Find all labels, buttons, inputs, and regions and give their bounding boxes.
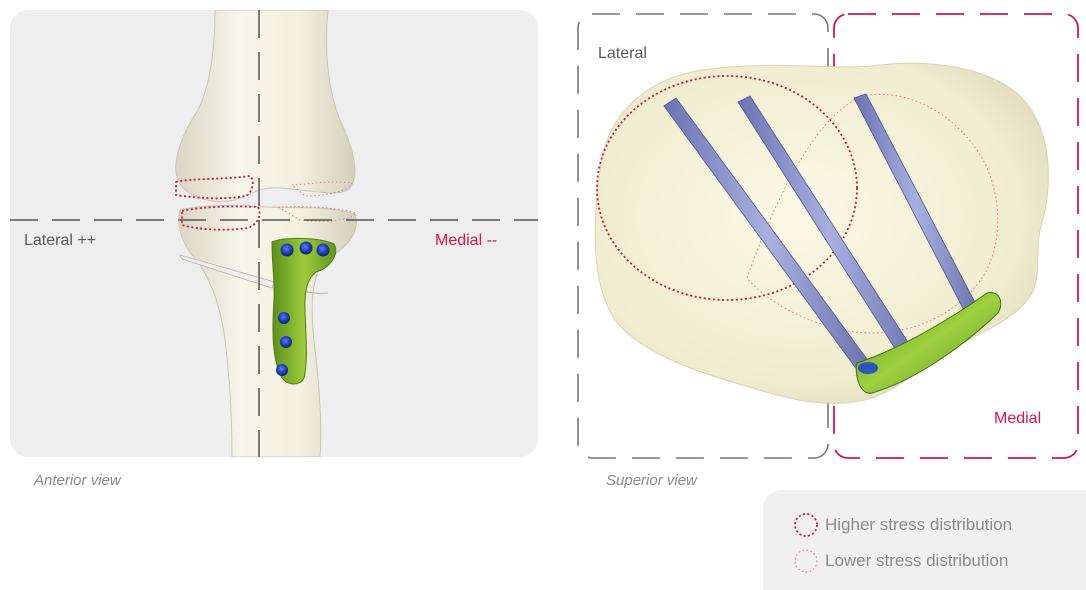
anterior-medial-label: Medial --	[435, 232, 497, 250]
medial-plate	[272, 238, 336, 384]
anterior-view-panel: Lateral ++ Medial --	[10, 10, 538, 457]
femur	[176, 10, 355, 201]
legend-lower-label: Lower stress distribution	[825, 551, 1008, 571]
legend-item-higher: Higher stress distribution	[793, 512, 1012, 538]
lower-stress-swatch	[793, 548, 819, 574]
legend-item-lower: Lower stress distribution	[793, 548, 1008, 574]
superior-tibia-illustration	[572, 8, 1082, 463]
superior-lateral-label: Lateral	[598, 45, 647, 63]
legend-higher-label: Higher stress distribution	[825, 515, 1012, 535]
superior-view-panel: Lateral Medial	[572, 8, 1082, 463]
legend: Higher stress distribution Lower stress …	[763, 490, 1086, 590]
superior-view-caption: Superior view	[606, 472, 697, 489]
superior-medial-label: Medial	[994, 410, 1041, 428]
anterior-view-caption: Anterior view	[34, 472, 121, 489]
anterior-lateral-label: Lateral ++	[24, 232, 96, 250]
higher-stress-swatch	[793, 512, 819, 538]
